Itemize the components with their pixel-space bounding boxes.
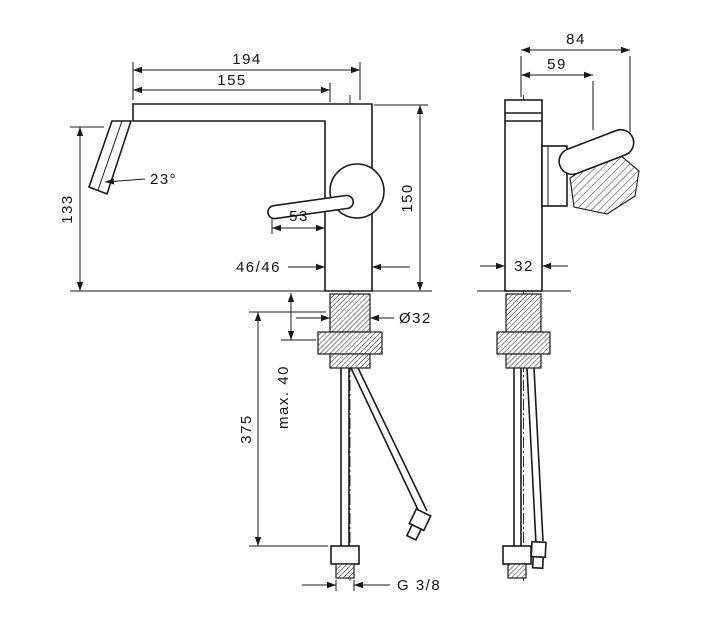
dim-label-connection-thread: G 3/8 xyxy=(397,577,441,594)
side-view xyxy=(477,95,640,583)
dim-label-spout-reach: 155 xyxy=(217,72,247,89)
dim-label-hose-length: 375 xyxy=(238,414,255,444)
front-view xyxy=(70,95,432,583)
dim-label-center-offset: 46/46 xyxy=(236,259,281,276)
dim-label-overall-depth: 84 xyxy=(566,31,586,48)
dim-label-body-depth: 59 xyxy=(547,56,567,73)
dim-label-max-mounting-thickness: max. 40 xyxy=(275,365,292,429)
side-hose-fitting xyxy=(530,540,547,570)
dim-label-spout-reach-total: 194 xyxy=(232,51,262,68)
front-bottom-connector xyxy=(330,545,360,579)
dim-label-body-width: 32 xyxy=(514,258,534,275)
dim-label-shank-diameter: Ø32 xyxy=(399,310,432,327)
front-supply-hoses xyxy=(340,367,432,546)
front-spray-nozzle xyxy=(87,120,133,196)
side-shank-thread xyxy=(496,293,551,369)
dimension-labels: 194 155 133 150 23° 53 46/46 Ø32 375 max… xyxy=(59,31,586,594)
dim-label-height-above-deck: 150 xyxy=(399,183,416,213)
front-hose-fitting xyxy=(405,507,432,541)
side-view-dimensions xyxy=(480,46,631,270)
front-handle-lever xyxy=(267,194,355,220)
front-view-dimensions xyxy=(70,62,428,591)
side-mounting-nut xyxy=(496,331,551,355)
dim-label-height-to-spout: 133 xyxy=(59,194,76,224)
side-supply-hoses xyxy=(513,367,547,570)
dim-label-spray-angle: 23° xyxy=(150,171,177,188)
dim-label-handle-length: 53 xyxy=(289,208,309,225)
front-shank-thread xyxy=(317,293,383,369)
front-mounting-nut xyxy=(317,331,383,355)
side-handle-lever xyxy=(558,128,635,176)
side-bottom-connector xyxy=(502,545,532,579)
